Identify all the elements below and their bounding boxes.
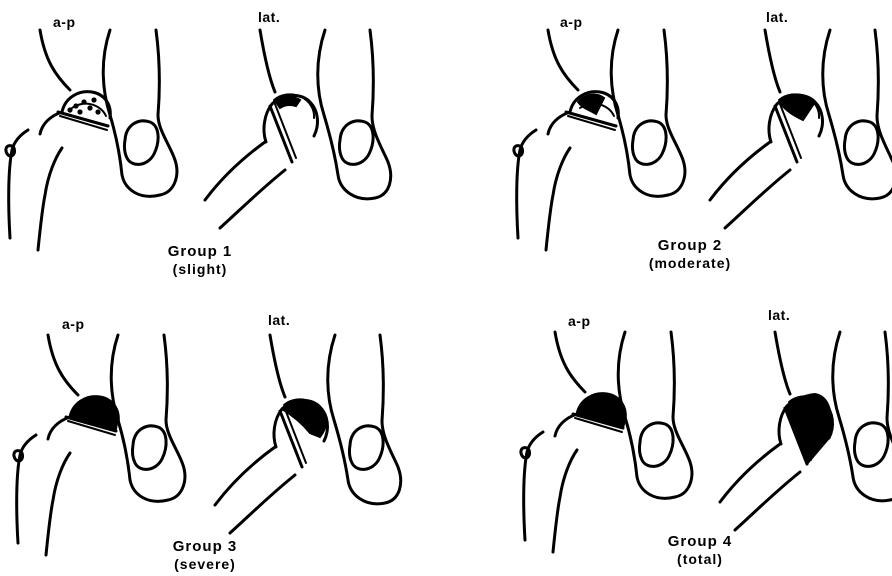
g1-ap-drawing	[6, 30, 177, 250]
g2-ap-lesion	[578, 95, 604, 114]
g4-ap-drawing	[521, 332, 692, 552]
g1-lat-drawing	[205, 30, 391, 228]
g2-lat-drawing	[710, 30, 892, 228]
g1-lat-lesion	[276, 97, 300, 108]
g2-ap-drawing	[514, 30, 685, 250]
g3-ap-drawing	[14, 335, 185, 555]
g4-lat-drawing	[720, 332, 892, 530]
g3-lat-drawing	[215, 335, 401, 533]
